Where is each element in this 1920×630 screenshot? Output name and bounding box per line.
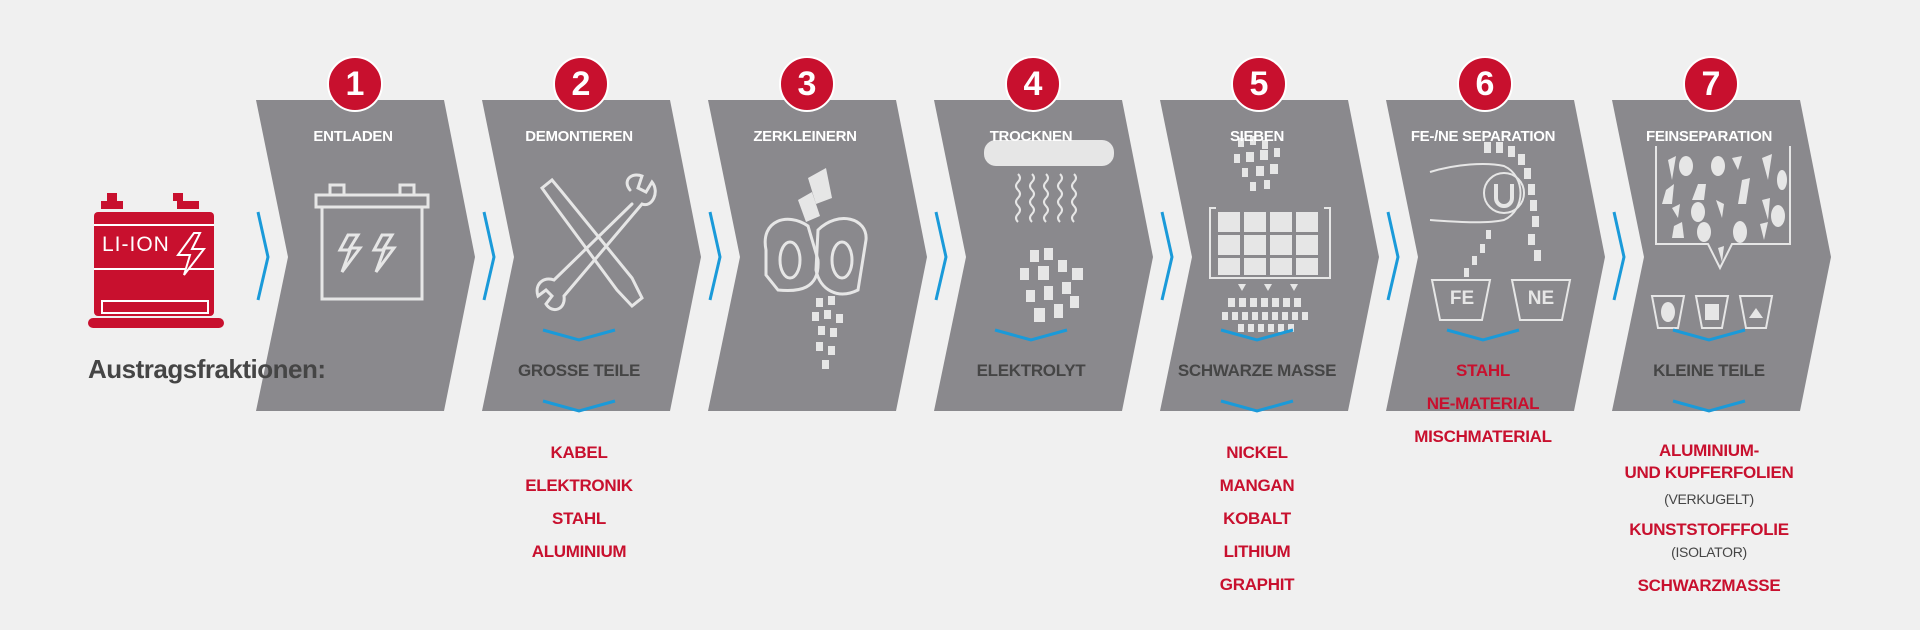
fraction-item: KABEL [550, 443, 608, 462]
step-title: TROCKNEN [989, 128, 1073, 145]
fraction-item: ALUMINIUM- [1659, 441, 1759, 460]
fine-separation-icon [1650, 146, 1791, 329]
step-number-badge: 1 [327, 56, 383, 112]
chevron-down-icon [542, 328, 616, 342]
step-sieben: 5 SIEBEN [1160, 56, 1382, 411]
step-title: DEMONTIEREN [525, 128, 633, 145]
fraction-item: MISCHMATERIAL [1414, 427, 1552, 446]
step-number-badge: 3 [779, 56, 835, 112]
step-title: FE-/NE SEPARATION [1410, 128, 1556, 145]
fraction-item: SCHWARZMASSE [1637, 576, 1781, 595]
step-number-badge: 6 [1457, 56, 1513, 112]
step-title: ZERKLEINERN [753, 128, 857, 145]
li-ion-battery-icon: LI-ION [88, 193, 224, 329]
fraction-item: ALUMINIUM [531, 542, 627, 561]
flow-arrow-icon [934, 211, 948, 301]
sieve-icon [1209, 136, 1331, 332]
bin-label-fe: FE [1449, 288, 1475, 309]
fraction-item: NE-MATERIAL [1426, 394, 1540, 413]
chevron-down-icon [1446, 328, 1520, 342]
fraction-item: UND KUPFERFOLIEN [1624, 463, 1794, 482]
chevron-down-icon [1220, 328, 1294, 342]
step-fe-ne-separation: FE NE 6 FE-/NE SEPARATION [1386, 56, 1608, 411]
fraction-item: STAHL [1456, 361, 1510, 380]
chevron-shape [708, 100, 927, 411]
battery-icon [314, 183, 430, 301]
step-title: SIEBEN [1229, 128, 1285, 145]
fraction-header: SCHWARZE MASSE [1177, 361, 1337, 380]
fraction-note: (VERKUGELT) [1664, 491, 1754, 507]
step-number-badge: 2 [553, 56, 609, 112]
fraction-item: STAHL [552, 509, 606, 528]
step-trocknen: 4 TROCKNEN [934, 56, 1156, 411]
fraction-header: KLEINE TEILE [1653, 361, 1765, 380]
chevron-down-icon [994, 328, 1068, 342]
chevron-down-icon [1672, 399, 1746, 413]
tools-icon [535, 173, 657, 312]
fraction-item: KOBALT [1223, 509, 1291, 528]
step-zerkleinern: 3 ZERKLEINERN [708, 56, 930, 411]
flow-arrow-icon [482, 211, 496, 301]
fractions-label: Austragsfraktionen: [88, 354, 326, 384]
step-feinseparation: 7 FEINSEPARATION [1612, 56, 1834, 411]
chevron-shape [1612, 100, 1831, 411]
battery-label: LI-ION [102, 233, 170, 256]
chevron-shape [934, 100, 1153, 411]
magnet-separator-icon [1429, 142, 1572, 321]
bin-label-ne: NE [1527, 288, 1555, 309]
chevron-shape [1386, 100, 1605, 411]
step-title: ENTLADEN [313, 128, 393, 145]
chevron-down-icon [1220, 399, 1294, 413]
fraction-note: (ISOLATOR) [1671, 544, 1747, 560]
flow-arrow-icon [1612, 211, 1626, 301]
shredder-icon [763, 168, 868, 369]
fraction-header: ELEKTROLYT [976, 361, 1086, 380]
dryer-icon [984, 140, 1114, 322]
fraction-item: LITHIUM [1223, 542, 1291, 561]
step-entladen: 1 ENTLADEN [256, 56, 478, 411]
fraction-header: GROSSE TEILE [517, 361, 641, 380]
fraction-item: MANGAN [1219, 476, 1295, 495]
step-title: FEINSEPARATION [1645, 128, 1773, 145]
chevron-down-icon [542, 399, 616, 413]
chevron-shape [1160, 100, 1379, 411]
chevron-shape [256, 100, 475, 411]
fraction-item: NICKEL [1226, 443, 1288, 462]
fraction-item: GRAPHIT [1219, 575, 1295, 594]
chevron-shape [482, 100, 701, 411]
fraction-item: ELEKTRONIK [525, 476, 633, 495]
chevron-down-icon [1672, 328, 1746, 342]
flow-arrow-icon [708, 211, 722, 301]
step-demontieren: 2 DEMONTIEREN [482, 56, 704, 411]
step-number-badge: 7 [1683, 56, 1739, 112]
step-number-badge: 4 [1005, 56, 1061, 112]
flow-arrow-icon [1160, 211, 1174, 301]
flow-arrow-icon [1386, 211, 1400, 301]
flow-arrow-icon [256, 211, 270, 301]
step-number-badge: 5 [1231, 56, 1287, 112]
fraction-item: KUNSTSTOFFFOLIE [1629, 520, 1789, 539]
